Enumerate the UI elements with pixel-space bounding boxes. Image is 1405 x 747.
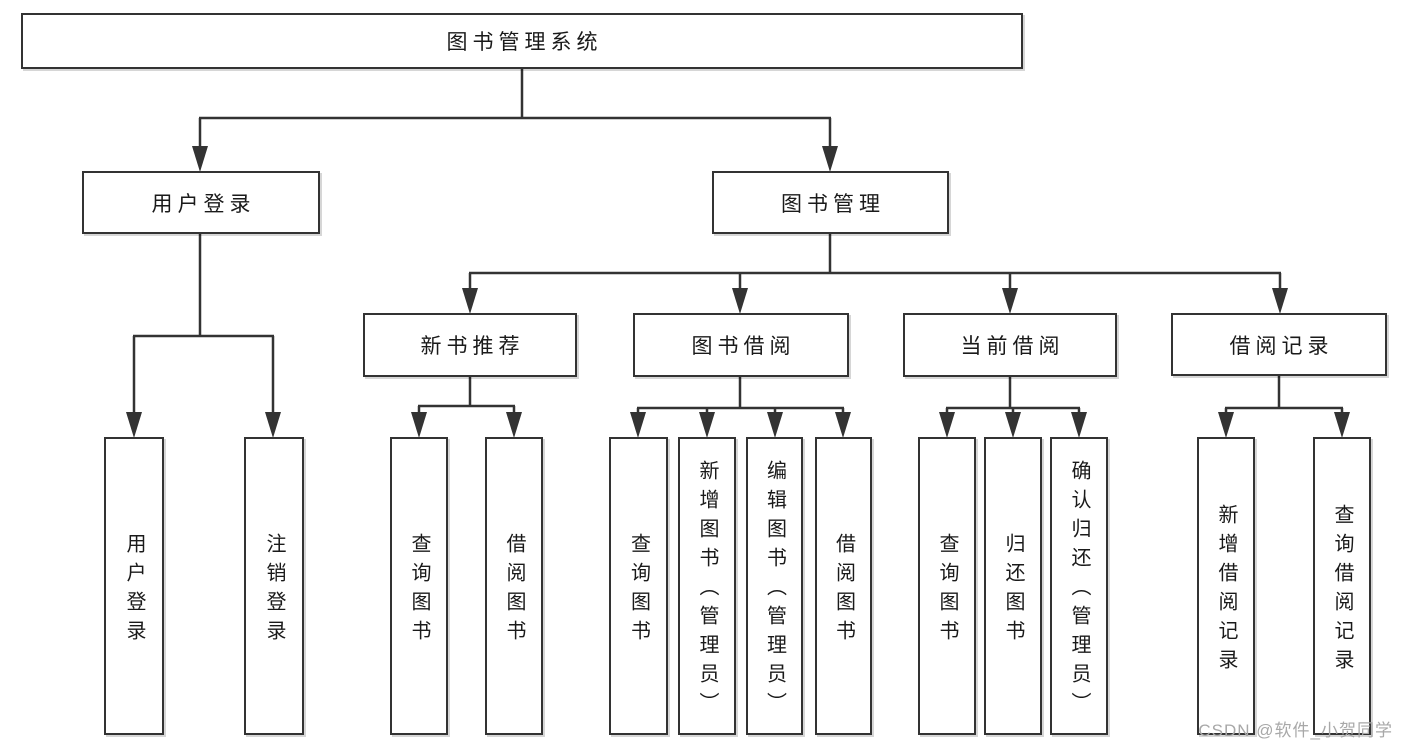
arrow-icon (630, 412, 646, 438)
node-current-borrow: 当前借阅 (903, 313, 1117, 377)
arrow-icon (126, 412, 142, 438)
node-root-system: 图书管理系统 (21, 13, 1023, 69)
arrowheads (126, 146, 1350, 438)
arrow-icon (506, 412, 522, 438)
connector-book-borrow-group (636, 377, 845, 415)
arrow-icon (939, 412, 955, 438)
connector-new-book-group (417, 377, 516, 415)
arrow-icon (1005, 412, 1021, 438)
connector-user-login-group (132, 234, 275, 416)
arrow-icon (1002, 288, 1018, 314)
arrow-icon (1218, 412, 1234, 438)
leaf-query-book: 查询图书 (918, 437, 976, 735)
leaf-user-login: 用户登录 (104, 437, 164, 735)
arrow-icon (192, 146, 208, 172)
node-borrow-record: 借阅记录 (1171, 313, 1387, 376)
leaf-borrow-book: 借阅图书 (815, 437, 872, 735)
arrow-icon (767, 412, 783, 438)
node-user-login: 用户登录 (82, 171, 320, 234)
leaf-query-book: 查询图书 (609, 437, 668, 735)
leaf-add-borrow-record: 新增借阅记录 (1197, 437, 1255, 735)
arrow-icon (265, 412, 281, 438)
arrow-icon (411, 412, 427, 438)
leaf-add-book-admin: 新增图书（管理员） (678, 437, 736, 735)
leaf-query-book: 查询图书 (390, 437, 448, 735)
leaf-logout-login: 注销登录 (244, 437, 304, 735)
arrow-icon (1272, 288, 1288, 314)
connector-book-management-to-level3 (468, 234, 1282, 293)
connector-borrow-record-group (1224, 376, 1344, 415)
leaf-borrow-book: 借阅图书 (485, 437, 543, 735)
leaf-query-borrow-record: 查询借阅记录 (1313, 437, 1371, 735)
arrow-icon (732, 288, 748, 314)
arrow-icon (1334, 412, 1350, 438)
connector-current-borrow-group (945, 377, 1081, 415)
leaf-confirm-return-admin: 确认归还（管理员） (1050, 437, 1108, 735)
node-book-borrow: 图书借阅 (633, 313, 849, 377)
leaf-return-book: 归还图书 (984, 437, 1042, 735)
arrow-icon (1071, 412, 1087, 438)
leaf-edit-book-admin: 编辑图书（管理员） (746, 437, 803, 735)
arrow-icon (822, 146, 838, 172)
arrow-icon (699, 412, 715, 438)
connector-root-to-level2 (198, 69, 832, 150)
arrow-icon (462, 288, 478, 314)
csdn-watermark: CSDN @软件_小贺同学 (1198, 721, 1393, 740)
node-book-management: 图书管理 (712, 171, 949, 234)
arrow-icon (835, 412, 851, 438)
node-new-book-recommend: 新书推荐 (363, 313, 577, 377)
